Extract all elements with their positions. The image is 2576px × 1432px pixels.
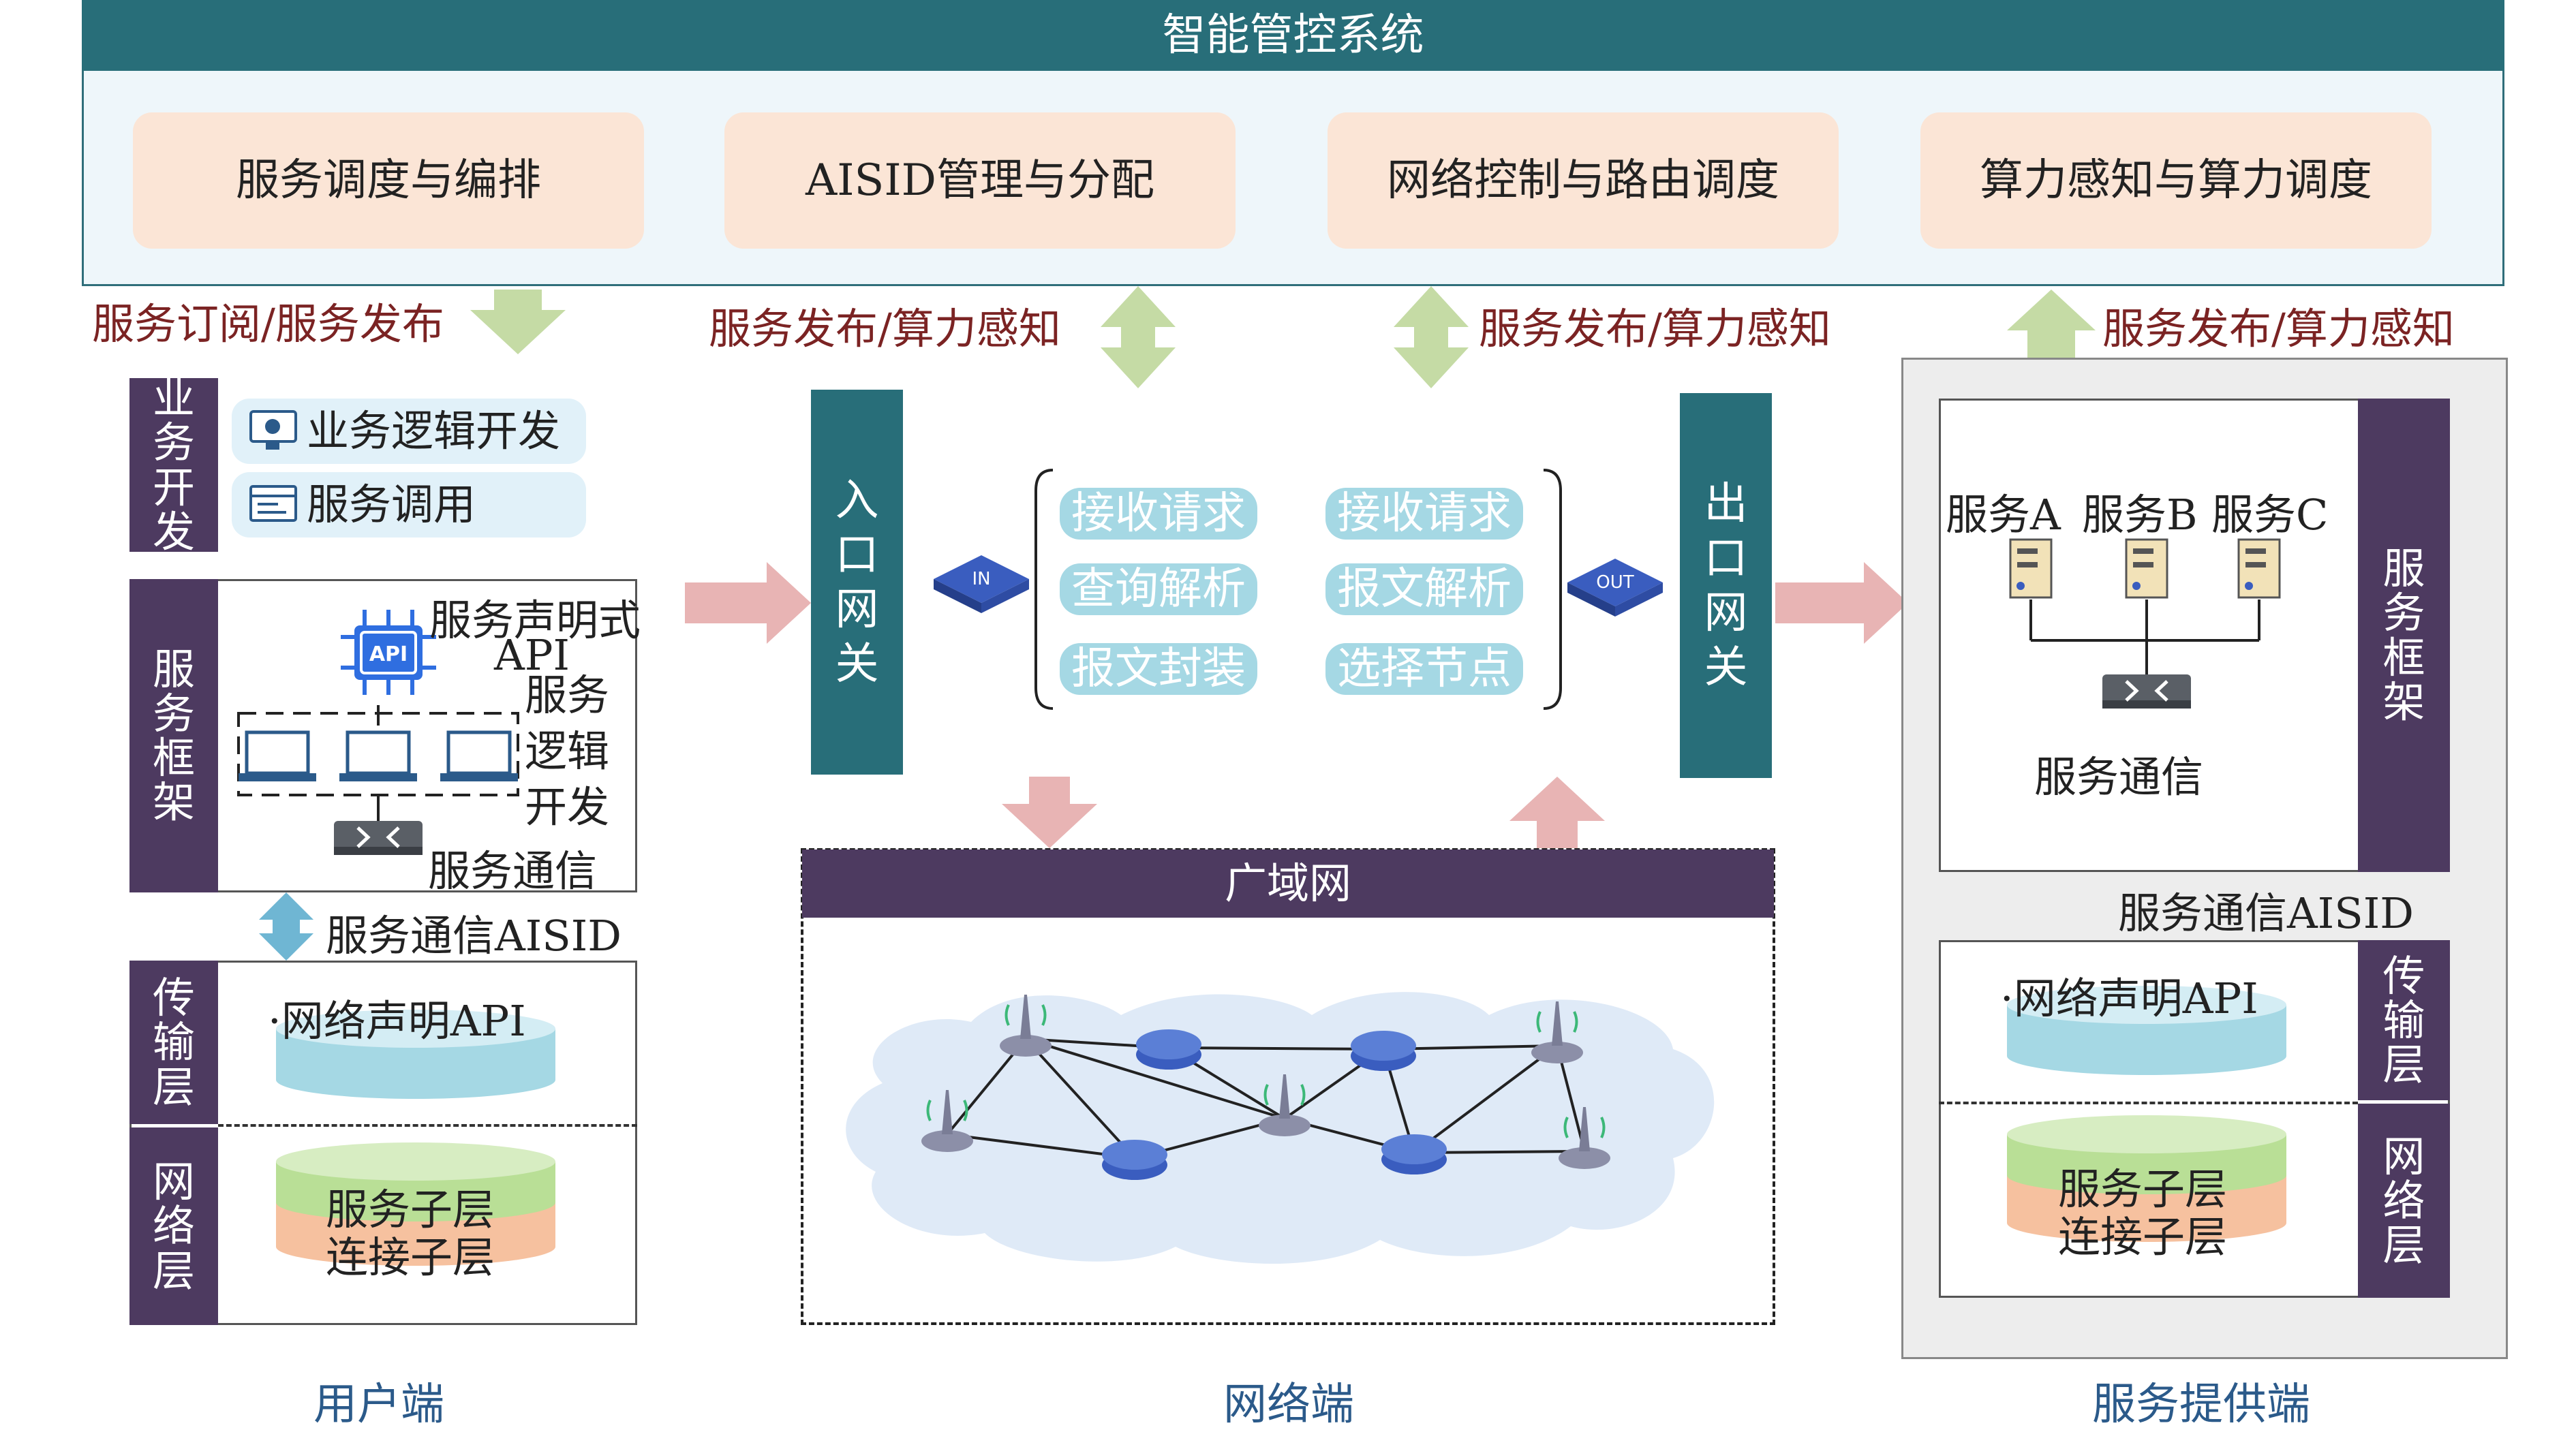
control-system-title: 智能管控系统 — [82, 0, 2504, 71]
right-arrow-to-ingress — [685, 562, 811, 644]
module-compute-awareness: 算力感知与算力调度 — [1920, 112, 2432, 249]
label-connect-sublayer-user: 连接子层 — [326, 1232, 495, 1282]
protocol-stack-user — [276, 1010, 555, 1266]
tab-service-framework-provider: 服务框架 — [2358, 399, 2450, 872]
tab-transport-user: 传输层 — [129, 961, 218, 1124]
tab-network-provider: 网络层 — [2358, 1104, 2450, 1298]
label-service-comm-provider: 服务通信 — [2034, 752, 2204, 802]
label-aisid-user: 服务通信AISID — [326, 911, 622, 961]
out-device-icon: OUT — [1567, 559, 1663, 617]
antenna-icon — [1000, 995, 1052, 1057]
antenna-icon — [921, 1090, 973, 1152]
up-arrow-from-wan — [1509, 777, 1605, 848]
step-packet-parse: 报文解析 — [1325, 563, 1523, 615]
aisid-arrow-user — [259, 892, 313, 961]
label-service-logic-dev: 服务逻辑开发 — [525, 670, 610, 832]
router-icon — [1381, 1134, 1447, 1174]
out-tag: OUT — [1596, 572, 1634, 593]
tab-business-dev: 业务开发 — [129, 376, 218, 554]
laptop-icon — [239, 730, 316, 781]
server-icon — [2237, 538, 2281, 599]
switch-icon — [2102, 674, 2191, 709]
step-receive-request-in: 接收请求 — [1060, 488, 1257, 540]
label-api: API — [494, 630, 570, 680]
caption-provider: 服务提供端 — [2092, 1380, 2310, 1430]
in-tag: IN — [972, 569, 990, 589]
antenna-icon — [1259, 1074, 1310, 1136]
router-icon — [1136, 1029, 1201, 1070]
module-aisid-management: AISID管理与分配 — [724, 112, 1236, 249]
down-arrow-to-wan — [1002, 777, 1097, 848]
label-aisid-provider: 服务通信AISID — [2118, 888, 2414, 938]
wan-title: 广域网 — [802, 850, 1774, 918]
label-declarative-api: 服务声明式 — [429, 595, 641, 645]
provider-servers — [2009, 538, 2281, 709]
api-chip-icon: API — [341, 610, 436, 695]
server-icon — [2009, 538, 2053, 599]
double-arrow-ingress — [1101, 286, 1176, 388]
label-service-c: 服务C — [2211, 490, 2329, 540]
ingress-gateway: 入口网关 — [811, 390, 903, 775]
caption-user: 用户端 — [313, 1380, 444, 1430]
wan-topology — [846, 992, 1715, 1264]
step-receive-request-out: 接收请求 — [1325, 488, 1523, 540]
antenna-icon — [1559, 1107, 1610, 1169]
router-icon — [1351, 1031, 1416, 1071]
label-network-declarative-api-user: ·网络声明API — [268, 996, 526, 1046]
in-device-icon: IN — [934, 555, 1029, 613]
tab-network-user: 网络层 — [129, 1127, 218, 1325]
service-window-icon — [249, 485, 297, 522]
label-service-comm-user: 服务通信 — [428, 846, 598, 896]
up-arrow-provider — [2007, 290, 2096, 358]
switch-icon — [334, 821, 423, 855]
right-arrow-to-provider — [1775, 562, 1908, 644]
module-service-orchestration: 服务调度与编排 — [133, 112, 644, 249]
tab-transport-provider: 传输层 — [2358, 940, 2450, 1100]
laptop-icon — [440, 730, 518, 781]
double-arrow-egress — [1394, 286, 1469, 388]
label-network-declarative-api-provider: ·网络声明API — [2000, 974, 2258, 1023]
protocol-stack-provider — [2007, 986, 2286, 1242]
label-publish-awareness-2: 服务发布/算力感知 — [1479, 304, 1831, 354]
tab-service-framework-user: 服务框架 — [129, 579, 218, 892]
caption-network: 网络端 — [1223, 1380, 1354, 1430]
step-encapsulate: 报文封装 — [1060, 643, 1257, 695]
label-service-sublayer-provider: 服务子层 — [2058, 1164, 2228, 1214]
api-chip-text: API — [369, 642, 408, 666]
monitor-ai-icon — [249, 410, 297, 450]
step-query-parse: 查询解析 — [1060, 563, 1257, 615]
label-connect-sublayer-provider: 连接子层 — [2058, 1212, 2228, 1262]
label-publish-awareness-3: 服务发布/算力感知 — [2102, 304, 2455, 354]
laptop-icon — [339, 730, 417, 781]
server-icon — [2125, 538, 2168, 599]
divider — [1939, 1102, 2358, 1104]
label-subscribe-publish: 服务订阅/服务发布 — [92, 299, 444, 349]
label-service-a: 服务A — [1946, 490, 2061, 540]
router-icon — [1102, 1140, 1167, 1180]
label-publish-awareness-1: 服务发布/算力感知 — [709, 304, 1061, 354]
antenna-icon — [1531, 1001, 1583, 1063]
processing-brackets — [1034, 469, 1562, 710]
step-select-node: 选择节点 — [1325, 643, 1523, 695]
laptops-cluster — [237, 705, 519, 855]
egress-gateway: 出口网关 — [1680, 393, 1772, 778]
divider — [218, 1124, 637, 1127]
module-network-control: 网络控制与路由调度 — [1328, 112, 1839, 249]
label-service-b: 服务B — [2082, 490, 2198, 540]
down-arrow-user — [470, 290, 566, 354]
label-service-sublayer-user: 服务子层 — [326, 1185, 495, 1234]
